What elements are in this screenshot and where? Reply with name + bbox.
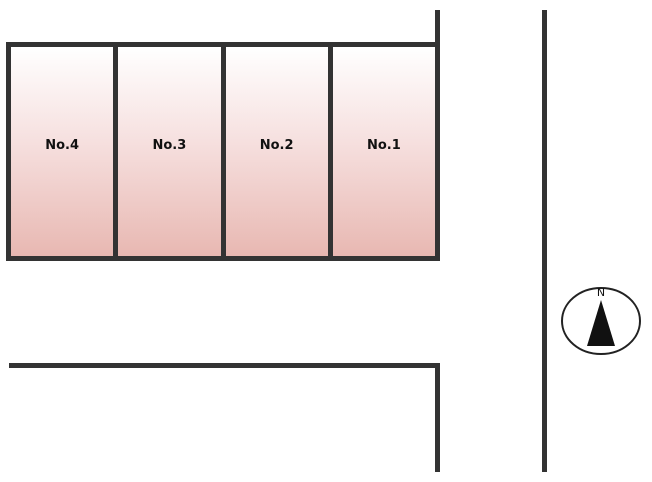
lot-label: No.4 (45, 138, 80, 153)
lot-label: No.3 (152, 138, 187, 153)
lot-no-3[interactable]: No.3 (113, 47, 221, 256)
lower-horizontal-boundary-line (9, 363, 440, 368)
lot-no-2[interactable]: No.2 (220, 47, 328, 256)
lot-label: No.1 (366, 138, 401, 153)
lot-label: No.2 (259, 138, 294, 153)
lot-no-1[interactable]: No.1 (327, 47, 435, 256)
lot-row: No.4 No.3 No.2 No.1 (6, 42, 440, 261)
compass-north-letter: N (596, 286, 606, 299)
lower-vertical-boundary-line (435, 363, 440, 472)
top-vertical-boundary-line (435, 10, 440, 48)
road-edge-line (542, 10, 547, 472)
north-arrow-icon (561, 287, 641, 355)
lot-no-4[interactable]: No.4 (11, 47, 114, 256)
north-compass: N (560, 286, 642, 356)
